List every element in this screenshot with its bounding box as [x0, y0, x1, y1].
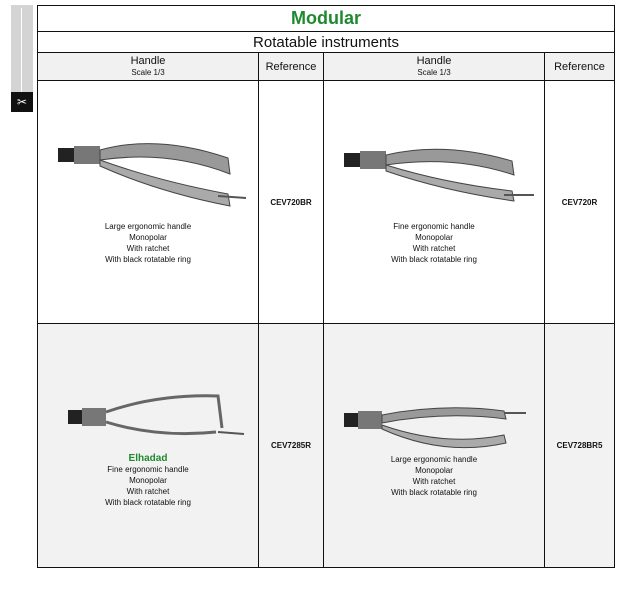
instrument-image [344, 148, 534, 202]
scale-label: Scale 1/3 [417, 67, 451, 77]
reference-header: Reference [544, 52, 615, 81]
reference-code: CEV720BR [258, 80, 324, 324]
instrument-image [344, 406, 526, 448]
handle-header: Handle [130, 54, 166, 67]
instrument-image [58, 143, 247, 207]
page-title: Modular [37, 5, 615, 32]
reference-header: Reference [258, 52, 324, 81]
side-tab: ✂ [11, 5, 33, 112]
handle-header: Handle [416, 54, 452, 67]
scale-label: Scale 1/3 [131, 67, 165, 77]
reference-code: CEV7285R [258, 323, 324, 568]
reference-code: CEV720R [544, 80, 615, 324]
reference-code: CEV728BR5 [544, 323, 615, 568]
instrument-image [68, 394, 245, 436]
scissors-icon: ✂ [11, 92, 33, 112]
section-title: Rotatable instruments [37, 31, 615, 53]
divider [21, 8, 22, 92]
product-name: Elhadad [128, 453, 168, 464]
